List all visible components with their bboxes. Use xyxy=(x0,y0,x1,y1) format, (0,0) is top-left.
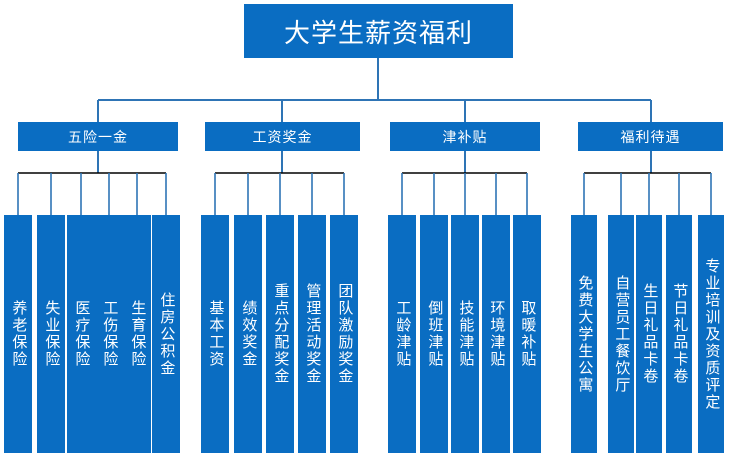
leaf-node[interactable]: 绩效奖金 xyxy=(234,215,262,453)
leaf-node[interactable]: 管理活动奖金 xyxy=(298,215,326,453)
leaf-node[interactable]: 生育保险 xyxy=(123,215,151,453)
leaf-node[interactable]: 环境津贴 xyxy=(482,215,510,453)
leaf-node[interactable]: 工伤保险 xyxy=(95,215,123,453)
leaf-node[interactable]: 重点分配奖金 xyxy=(266,215,294,453)
leaf-node[interactable]: 基本工资 xyxy=(201,215,229,453)
branch-node-2[interactable]: 津补贴 xyxy=(390,122,540,151)
leaf-node[interactable]: 医疗保险 xyxy=(67,215,95,453)
branch-node-0[interactable]: 五险一金 xyxy=(18,122,178,151)
leaf-node[interactable]: 工龄津贴 xyxy=(388,215,416,453)
branch-node-1[interactable]: 工资奖金 xyxy=(205,122,360,151)
leaf-node[interactable]: 住房公积金 xyxy=(152,215,180,453)
leaf-node[interactable]: 自营员工餐饮厅 xyxy=(608,215,634,453)
leaf-node[interactable]: 生日礼品卡卷 xyxy=(636,215,662,453)
leaf-node[interactable]: 养老保险 xyxy=(4,215,32,453)
leaf-node[interactable]: 失业保险 xyxy=(37,215,65,453)
leaf-node[interactable]: 技能津贴 xyxy=(451,215,479,453)
branch-node-3[interactable]: 福利待遇 xyxy=(578,122,723,151)
leaf-node[interactable]: 免费大学生公寓 xyxy=(571,215,597,453)
leaf-node[interactable]: 节日礼品卡卷 xyxy=(666,215,692,453)
leaf-node[interactable]: 取暖补贴 xyxy=(513,215,541,453)
leaf-node[interactable]: 专业培训及资质评定 xyxy=(698,215,724,453)
diagram-title: 大学生薪资福利 xyxy=(244,4,513,58)
leaf-node[interactable]: 倒班津贴 xyxy=(420,215,448,453)
leaf-node[interactable]: 团队激励奖金 xyxy=(330,215,358,453)
